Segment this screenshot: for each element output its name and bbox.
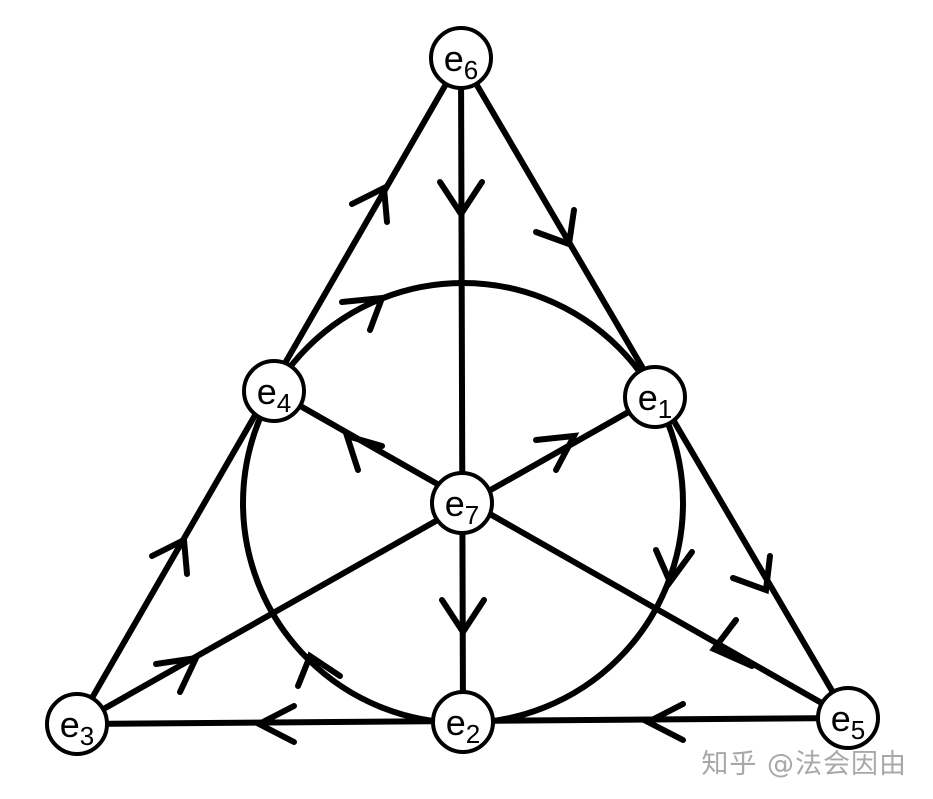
svg-text:e2: e2 xyxy=(446,702,481,749)
svg-text:e4: e4 xyxy=(257,371,292,418)
arrow-e5-e2 xyxy=(641,701,686,743)
node-e7: e7 xyxy=(430,471,494,535)
svg-text:e7: e7 xyxy=(445,483,480,530)
node-e1: e1 xyxy=(623,365,687,429)
svg-text:e5: e5 xyxy=(831,698,866,745)
node-e2: e2 xyxy=(431,690,495,754)
arrow-circle-e1-e2 xyxy=(653,547,695,588)
node-e4: e4 xyxy=(242,359,306,423)
arrow-e3-e4 xyxy=(149,535,190,577)
svg-text:e6: e6 xyxy=(444,38,479,85)
node-e2-subscript: 2 xyxy=(466,719,480,749)
node-e5-subscript: 5 xyxy=(851,715,865,745)
arrow-e2-e3 xyxy=(252,703,297,745)
arrow-e4-e6 xyxy=(349,183,390,225)
node-e4-base: e xyxy=(257,371,277,412)
arrow-e7-e4 xyxy=(342,431,385,473)
arrow-circle-e2-e4 xyxy=(295,651,343,689)
node-e2-base: e xyxy=(446,702,466,743)
arrow-e6-e1 xyxy=(533,207,577,249)
node-e1-subscript: 1 xyxy=(658,394,672,424)
node-e3: e3 xyxy=(45,692,109,756)
svg-text:e3: e3 xyxy=(60,704,95,751)
node-e4-subscript: 4 xyxy=(277,388,291,418)
watermark: 知乎 @法会因由 xyxy=(701,749,907,780)
arrow-e5-e7 xyxy=(709,617,755,669)
node-e5: e5 xyxy=(816,686,880,750)
node-e1-base: e xyxy=(638,377,658,418)
node-e3-subscript: 3 xyxy=(80,721,94,751)
node-e7-base: e xyxy=(445,483,465,524)
line-e6-e2 xyxy=(458,55,466,725)
arrow-e7-e1 xyxy=(533,432,580,473)
node-e6: e6 xyxy=(429,26,493,90)
svg-text:e1: e1 xyxy=(638,377,673,424)
node-e6-subscript: 6 xyxy=(464,55,478,85)
arrow-e7-e2 xyxy=(439,597,487,638)
arrow-circle-e4-e1 xyxy=(339,294,387,333)
node-e7-subscript: 7 xyxy=(465,500,479,530)
node-e6-base: e xyxy=(444,38,464,79)
line-e3-e1 xyxy=(74,394,658,727)
arrows xyxy=(149,179,773,745)
node-e5-base: e xyxy=(831,698,851,739)
node-e3-base: e xyxy=(60,704,80,745)
arrow-e6-e7 xyxy=(437,179,485,220)
arrow-e1-e5 xyxy=(730,553,773,595)
arrow-e3-e7 xyxy=(153,654,202,695)
